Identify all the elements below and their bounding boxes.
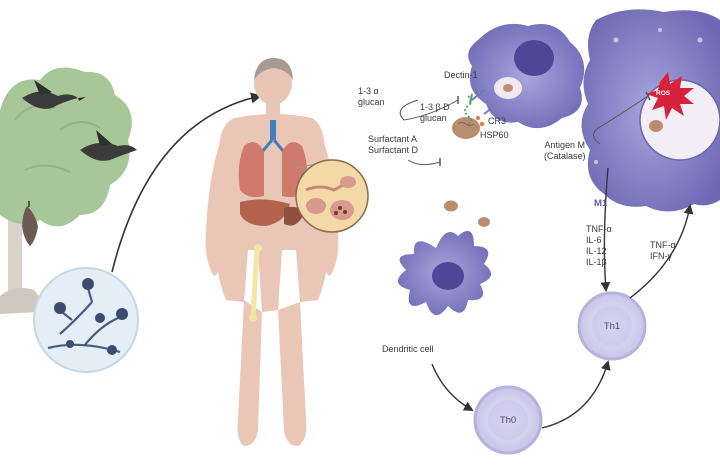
rock: [0, 288, 41, 314]
label-th1: Th1: [603, 321, 621, 332]
bat-icon: [22, 201, 38, 246]
label-1-3-alpha-glucan: 1-3 α glucan: [358, 86, 385, 108]
th0-cell: [473, 385, 543, 455]
ros-burst-icon: [646, 72, 694, 120]
arrow-dc-to-th0: [431, 363, 474, 411]
dendritic-cell-icon: [397, 230, 492, 316]
label-dectin-1: Dectin-1: [444, 70, 478, 80]
label-th0: Th0: [499, 415, 517, 426]
macrophage-icon: [581, 9, 720, 212]
inhibit-line-alpha-glucan: [399, 99, 459, 121]
bird-icon: [22, 80, 86, 109]
th1-cell: [577, 291, 647, 361]
label-m1-cytokines: TNF-α IL-6 IL-12 IL-1β: [586, 224, 612, 268]
label-line: Antigen M: [544, 140, 586, 150]
cytokine-item: IFN-γ: [650, 251, 672, 261]
label-cr3: CR3: [488, 116, 507, 126]
inhibit-line-surfactant: [407, 159, 441, 166]
label-line: Surfactant A: [368, 134, 418, 144]
cytokine-item: TNF-α: [650, 240, 676, 250]
cytokine-item: IL-1β: [586, 257, 607, 267]
fungus-inset: [33, 267, 139, 373]
label-1-3-beta-d-glucan: 1-3 β D glucan: [420, 102, 450, 124]
label-m1: M1: [594, 198, 608, 209]
spore-icon: [444, 200, 458, 212]
label-line: glucan: [420, 113, 447, 123]
macrophage-icon: [468, 23, 585, 129]
label-dendritic-cell: Dendritic cell: [382, 344, 434, 354]
label-ros: ROS: [656, 90, 671, 97]
conidia: [54, 278, 128, 355]
bird-icon: [80, 130, 137, 161]
label-line: 1-3 α: [358, 86, 379, 96]
label-line: (Catalase): [544, 151, 586, 161]
glucan-strand: [464, 95, 472, 125]
arrow-m1-to-th1: [600, 167, 611, 292]
label-line: 1-3 β D: [420, 102, 450, 112]
label-th1-cytokines: TNF-α IFN-γ: [650, 240, 676, 262]
arrow-inhalation: [111, 92, 263, 273]
label-surfactants: Surfactant A Surfactant D: [368, 134, 418, 156]
cytokine-item: IL-12: [586, 246, 607, 256]
alveoli-inset: [295, 159, 369, 233]
label-antigen-m: Antigen M (Catalase): [544, 140, 586, 162]
spore-icon: [478, 217, 490, 227]
arrow-th1-to-macrophage: [629, 204, 694, 299]
label-hsp60: HSP60: [480, 130, 509, 140]
cr3-receptor: [483, 107, 493, 115]
cytokine-item: TNF-α: [586, 224, 612, 234]
tree-icon: [0, 67, 132, 310]
spore-icon: [452, 116, 484, 139]
human-body-icon: [205, 58, 339, 446]
label-line: glucan: [358, 97, 385, 107]
arrow-th0-to-th1: [541, 360, 611, 429]
label-line: Surfactant D: [368, 145, 419, 155]
inhibit-line-catalase: [593, 95, 649, 145]
cytokine-item: IL-6: [586, 235, 602, 245]
